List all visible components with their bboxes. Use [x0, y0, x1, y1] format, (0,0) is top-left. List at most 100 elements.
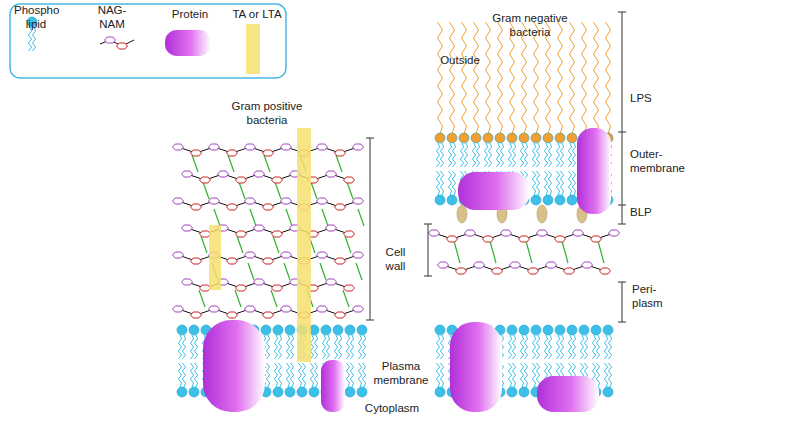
- sugar-ring: [519, 236, 530, 242]
- sugar-ring: [281, 306, 292, 312]
- peptide-crosslink: [275, 182, 281, 199]
- lipid-tail: [436, 363, 439, 387]
- sugar-ring: [528, 268, 539, 274]
- lipid-tail: [322, 335, 325, 359]
- membrane-protein: [203, 320, 265, 412]
- layer-name: Peri- plasm: [632, 283, 682, 311]
- sugar-ring: [317, 198, 328, 204]
- sugar-ring: [335, 312, 346, 318]
- sugar-ring: [353, 306, 364, 312]
- lipid-tail: [524, 335, 527, 359]
- lipid-head: [555, 325, 565, 335]
- lipid-tail: [520, 335, 523, 359]
- peptide-crosslink: [284, 263, 290, 280]
- lipid-tail: [182, 363, 185, 387]
- lipid-tail: [476, 143, 479, 167]
- lipid-tail: [278, 363, 281, 387]
- sugar-ring: [263, 204, 274, 210]
- lipid-head: [519, 133, 529, 143]
- lipid-tail: [464, 143, 467, 167]
- lipid-head: [555, 195, 565, 205]
- lipid-tail: [346, 363, 349, 387]
- lipid-head: [435, 195, 445, 205]
- lipid-tail: [362, 363, 365, 387]
- peptide-crosslink: [343, 290, 349, 307]
- lipid-tail: [536, 335, 539, 359]
- sugar-ring: [465, 230, 476, 236]
- lipid-head: [579, 325, 589, 335]
- lipid-tail: [556, 171, 559, 195]
- lipid-tail: [358, 363, 361, 387]
- lipid-tail: [508, 363, 511, 387]
- sugar-ring: [272, 231, 283, 237]
- lipid-tail: [440, 335, 443, 359]
- lipid-tail: [472, 143, 475, 167]
- lipid-head: [567, 133, 577, 143]
- lipid-tail: [508, 143, 511, 167]
- lipid-tail: [452, 143, 455, 167]
- lipid-tail: [286, 363, 289, 387]
- outside-label: Outside: [425, 54, 495, 68]
- sugar-ring: [182, 171, 193, 177]
- peptide-crosslink: [562, 241, 568, 263]
- lipid-head: [603, 325, 613, 335]
- peptide-crosslink: [228, 155, 234, 172]
- sugar-ring: [537, 230, 548, 236]
- lipid-head: [555, 133, 565, 143]
- lipid-head: [591, 325, 601, 335]
- lipid-tail: [266, 363, 269, 387]
- sugar-ring: [555, 236, 566, 242]
- peptide-crosslink: [526, 241, 532, 263]
- lipid-tail: [512, 143, 515, 167]
- lipid-head: [543, 133, 553, 143]
- lipid-tail: [560, 335, 563, 359]
- lipid-head: [435, 325, 445, 335]
- sugar-ring: [245, 198, 256, 204]
- sugar-ring: [245, 306, 256, 312]
- legend-icons: [27, 17, 260, 74]
- lipid-tail: [580, 335, 583, 359]
- lipid-head: [603, 387, 613, 397]
- lipid-tail: [548, 143, 551, 167]
- layer-name: Cell wall: [378, 246, 413, 274]
- lipid-tail: [508, 335, 511, 359]
- lipid-tail: [358, 335, 361, 359]
- lipid-tail: [572, 143, 575, 167]
- sugar-ring: [600, 268, 611, 274]
- sugar-ring: [573, 230, 584, 236]
- lipid-tail: [584, 335, 587, 359]
- lipid-tail: [178, 363, 181, 387]
- sugar-ring: [209, 144, 220, 150]
- lipid-tail: [440, 363, 443, 387]
- lps-chain: [594, 22, 599, 134]
- lipid-head: [285, 325, 295, 335]
- lipid-tail: [436, 171, 439, 195]
- lipid-head: [495, 133, 505, 143]
- sugar-ring: [456, 268, 467, 274]
- lps-chain: [522, 22, 527, 134]
- legend-frame: [10, 4, 286, 78]
- lipid-head: [471, 133, 481, 143]
- lipid-tail: [452, 171, 455, 195]
- lipid-tail: [266, 335, 269, 359]
- lipid-tail: [484, 143, 487, 167]
- lipid-tail: [182, 335, 185, 359]
- lipid-tail: [532, 171, 535, 195]
- lipid-tail: [524, 363, 527, 387]
- sugar-ring: [209, 306, 220, 312]
- lipid-tail: [604, 363, 607, 387]
- membrane-protein: [577, 128, 611, 214]
- lipid-head: [567, 325, 577, 335]
- lipid-head: [345, 325, 355, 335]
- lipid-tail: [178, 335, 181, 359]
- lipid-tail: [520, 143, 523, 167]
- lipid-tail: [556, 335, 559, 359]
- sugar-ring: [609, 230, 620, 236]
- sugar-ring: [317, 306, 328, 312]
- membrane-layers: [173, 22, 620, 412]
- lipid-tail: [544, 171, 547, 195]
- lipid-tail: [536, 143, 539, 167]
- sugar-ring: [326, 279, 337, 285]
- glycan-chain: [443, 265, 605, 271]
- peptide-crosslink: [490, 241, 496, 263]
